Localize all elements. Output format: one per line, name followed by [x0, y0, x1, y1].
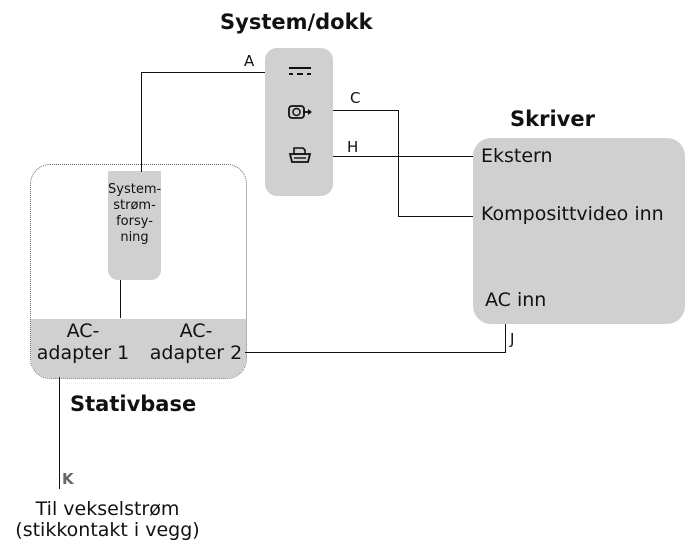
connector-a-label: A: [244, 52, 255, 70]
cable-a-horizontal: [141, 72, 265, 73]
connector-c-label: C: [350, 89, 361, 107]
stand-base-title: Stativbase: [70, 392, 197, 416]
cable-k-vertical: [59, 377, 60, 489]
connector-k-label: K: [62, 470, 74, 488]
ac-adapter-2-line-1: AC-: [179, 320, 213, 342]
connector-h-label: H: [347, 138, 359, 156]
system-psu-line-3: forsy-: [116, 214, 153, 229]
printer-external-label: Ekstern: [481, 145, 553, 167]
printer-box: [473, 138, 685, 324]
to-ac-line-2: (stikkontakt i vegg): [15, 519, 200, 541]
cable-j-vertical: [505, 324, 506, 353]
system-psu-line-1: System-: [108, 182, 162, 197]
system-dock-box: [265, 48, 333, 196]
system-dock-title: System/dokk: [220, 10, 373, 34]
system-psu-box: [108, 171, 161, 280]
to-ac-line-1: Til vekselstrøm: [35, 498, 180, 520]
connector-j-label: J: [510, 330, 515, 348]
to-ac-label: Til vekselstrøm (stikkontakt i vegg): [0, 499, 215, 541]
ac-adapter-1-line-2: adapter 1: [36, 342, 130, 364]
cable-j-horizontal: [245, 352, 505, 353]
system-psu-line-4: ning: [120, 230, 149, 245]
cable-c-to-printer: [398, 216, 473, 217]
system-psu-line-2: strøm-: [113, 198, 156, 213]
cable-a-vertical: [141, 72, 142, 172]
cable-c-vertical: [398, 110, 399, 216]
ac-adapter-2-line-2: adapter 2: [149, 342, 243, 364]
ac-adapter-2-label: AC- adapter 2: [142, 320, 250, 364]
printer-icon: [286, 144, 314, 168]
printer-ac-in-label: AC inn: [485, 289, 547, 311]
ac-adapter-1-label: AC- adapter 1: [28, 320, 138, 364]
video-out-icon: [287, 101, 315, 125]
ac-adapter-strip: [31, 319, 246, 378]
dc-power-icon: [286, 60, 314, 84]
system-psu-label: System- strøm- forsy- ning: [108, 182, 161, 246]
stand-base-frame: [30, 164, 247, 379]
psu-to-adapter-line: [120, 280, 121, 318]
cable-c-horizontal: [333, 110, 398, 111]
printer-title: Skriver: [510, 107, 595, 131]
printer-composite-label: Komposittvideo inn: [481, 203, 664, 225]
cable-h-horizontal: [333, 156, 473, 157]
ac-adapter-1-line-1: AC-: [66, 320, 100, 342]
